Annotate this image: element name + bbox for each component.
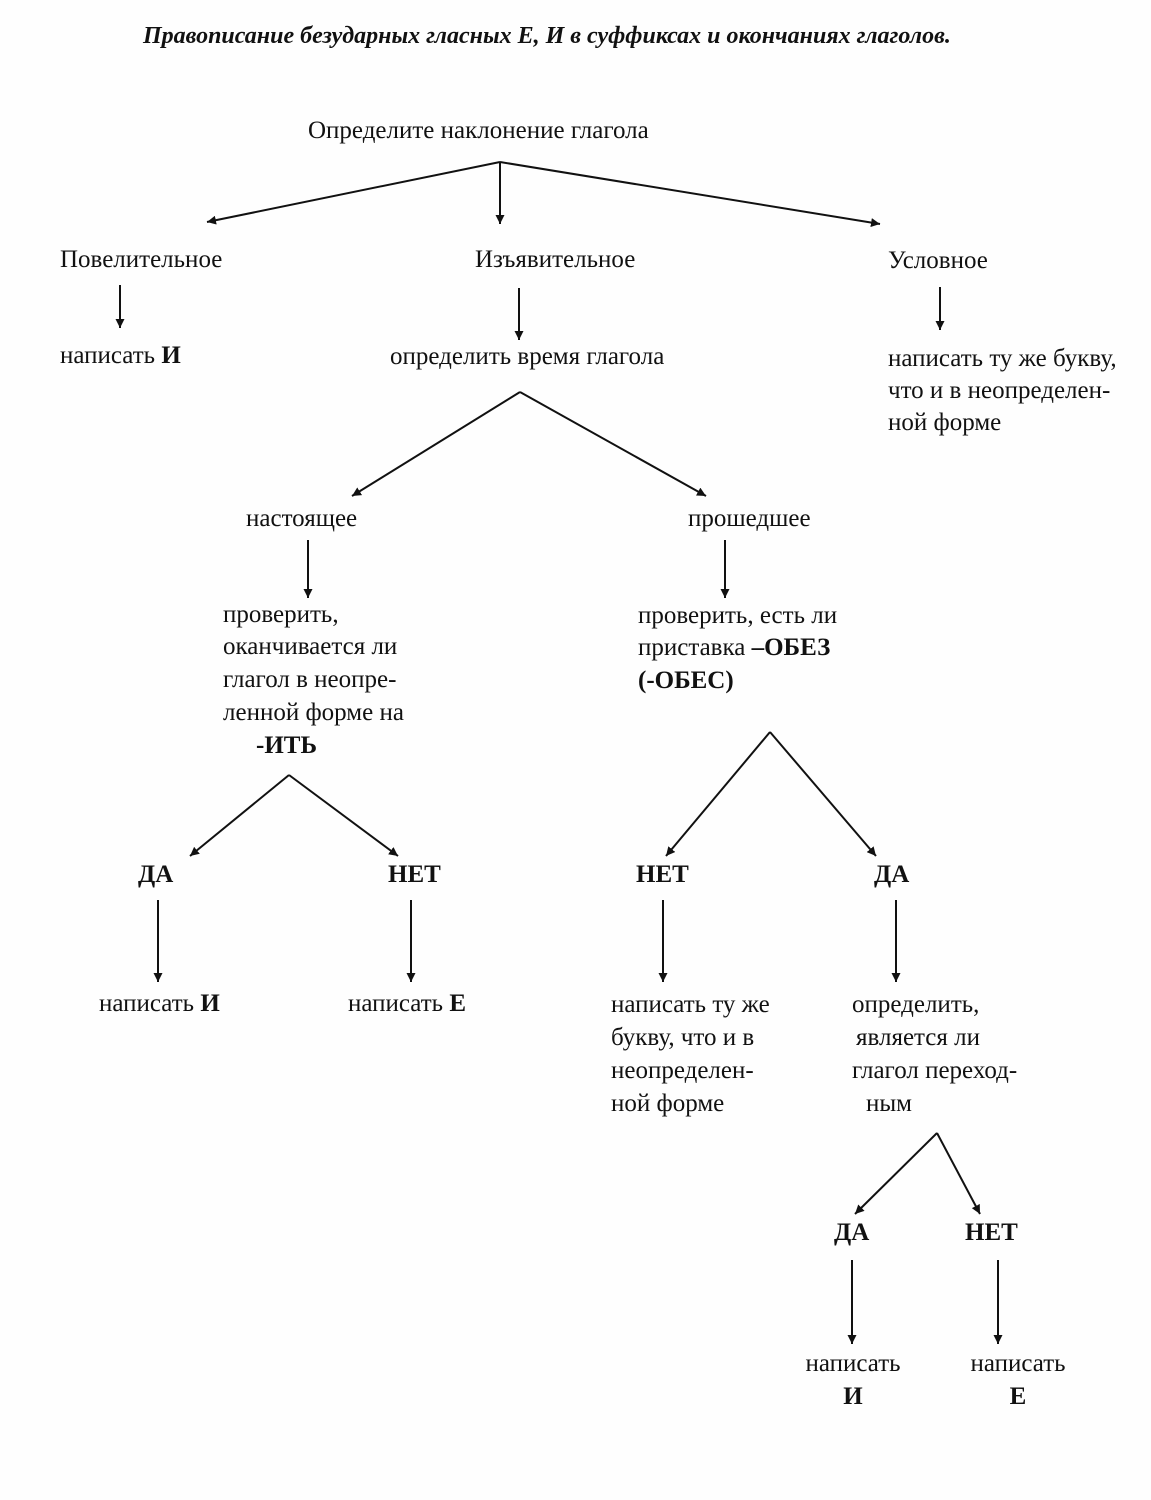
root-question: Определите наклонение глагола	[308, 117, 649, 144]
transitive-no-action-letter: Е	[1009, 1383, 1027, 1410]
past-yes-label: ДА	[874, 861, 910, 888]
past-label: прошедшее	[688, 505, 811, 532]
arrow-root-to-imperative	[206, 161, 501, 225]
past-check-line3: (-ОБЕС)	[638, 667, 734, 694]
past-check-line2: приставка –ОБЕЗ	[638, 634, 831, 661]
past-check-line1: проверить, есть ли	[638, 602, 838, 629]
past-no-action-line1: написать ту же	[611, 991, 770, 1018]
conditional-label: Условное	[888, 247, 988, 274]
past-no-label: НЕТ	[636, 861, 689, 888]
present-check-line3: глагол в неопре-	[223, 666, 397, 693]
letter-e: Е	[449, 990, 467, 1017]
arrow-tense-to-past	[519, 391, 707, 497]
past-yes-action-line3: глагол переход-	[852, 1057, 1018, 1084]
arrow-past-to-yes	[769, 731, 877, 857]
present-label: настоящее	[246, 505, 358, 532]
past-yes-action-line4: ным	[866, 1090, 912, 1117]
transitive-yes-label: ДА	[834, 1219, 870, 1246]
past-no-action-line4: ной форме	[611, 1090, 725, 1117]
arrow-present-to-yes	[189, 774, 290, 857]
imperative-label: Повелительное	[60, 246, 223, 273]
transitive-yes-action-letter: И	[843, 1383, 863, 1410]
present-check-line4: ленной форме на	[223, 699, 404, 726]
transitive-yes-action-prefix: написать	[805, 1350, 901, 1377]
transitive-no-action-prefix: написать	[970, 1350, 1066, 1377]
present-yes-label: ДА	[138, 861, 174, 888]
arrow-transitive-to-yes	[854, 1132, 938, 1215]
arrow-tense-to-present	[351, 391, 521, 497]
past-no-action-line2: букву, что и в	[611, 1024, 755, 1051]
present-check-line1: проверить,	[223, 601, 339, 628]
imperative-action: написать И	[60, 342, 181, 369]
conditional-action-line2: что и в неопределен-	[888, 377, 1111, 404]
indicative-action: определить время глагола	[390, 343, 665, 370]
past-yes-action-line1: определить,	[852, 991, 980, 1018]
past-no-action-line3: неопределен-	[611, 1057, 754, 1084]
letter-i: И	[161, 342, 181, 369]
arrow-past-to-no	[665, 731, 771, 857]
arrow-transitive-to-no	[936, 1132, 981, 1215]
letter-i: И	[200, 990, 220, 1017]
indicative-label: Изъявительное	[475, 246, 636, 273]
transitive-no-label: НЕТ	[965, 1219, 1018, 1246]
present-no-label: НЕТ	[388, 861, 441, 888]
arrow-root-to-conditional	[499, 161, 881, 227]
arrow-present-to-no	[288, 774, 399, 857]
present-check-line2: оканчивается ли	[223, 633, 398, 660]
past-yes-action-line2: является ли	[856, 1024, 980, 1051]
diagram-title: Правописание безударных гласных Е, И в с…	[143, 23, 951, 49]
present-yes-action: написать И	[99, 990, 220, 1017]
prefix-obez: –ОБЕЗ	[751, 634, 831, 661]
conditional-action-line3: ной форме	[888, 409, 1002, 436]
conditional-action-line1: написать ту же букву,	[888, 345, 1117, 372]
present-check-suffix: -ИТЬ	[256, 732, 317, 759]
present-no-action: написать Е	[348, 990, 467, 1017]
